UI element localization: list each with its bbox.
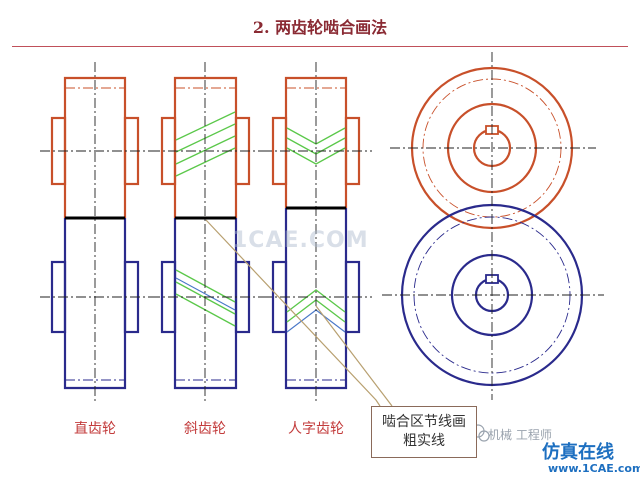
herringbone-gear-pair: [262, 62, 372, 402]
slide-title: 2. 两齿轮啮合画法: [252, 18, 388, 37]
callout-line-1: 啮合区节线画: [382, 414, 466, 430]
callout-box: 啮合区节线画 粗实线: [371, 406, 477, 458]
title-rule: [12, 46, 628, 47]
spur-gear-pair: [40, 62, 150, 402]
brand-text: 机械 工程师: [488, 428, 552, 442]
watermark: 1CAE.COM: [232, 228, 369, 253]
callout-line-2: 粗实线: [403, 433, 445, 449]
site-url: www.1CAE.com: [548, 462, 640, 475]
end-view: [382, 52, 604, 400]
helical-upper-gear: [160, 76, 251, 218]
callout-leader-lines: [205, 219, 393, 407]
herringbone-gear-label: 人字齿轮: [288, 421, 344, 437]
helical-gear-pair: [150, 62, 262, 402]
spur-gear-label: 直齿轮: [74, 421, 116, 437]
site-logo: 仿真在线: [542, 442, 614, 463]
helical-gear-label: 斜齿轮: [184, 421, 226, 437]
